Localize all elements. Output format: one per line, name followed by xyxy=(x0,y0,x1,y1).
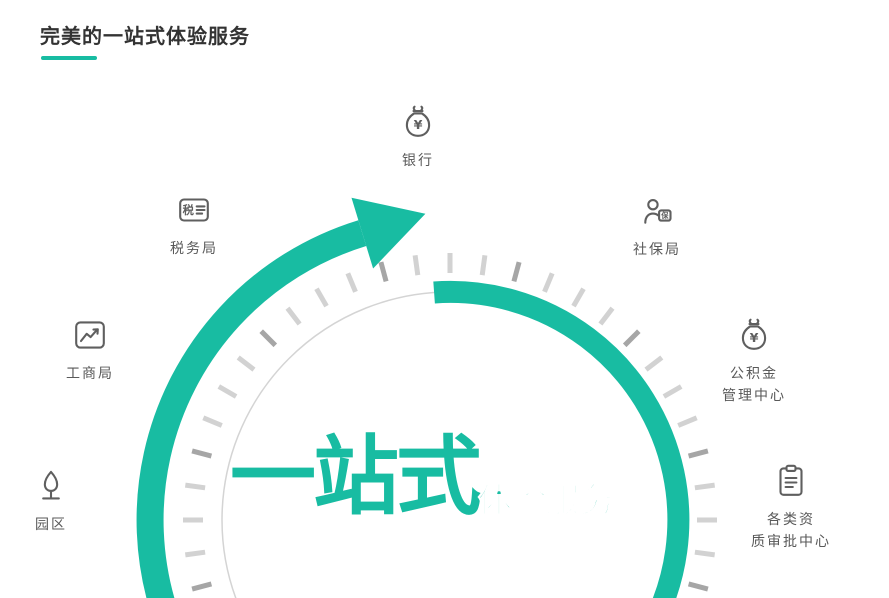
node-label-park: 园区 xyxy=(35,516,67,532)
yen-glyph: ¥ xyxy=(414,118,423,133)
tick xyxy=(191,581,213,592)
node-label-fund-line2: 管理中心 xyxy=(722,387,786,404)
tick xyxy=(511,261,522,283)
page-title: 完美的一站式体验服务 xyxy=(40,26,250,48)
tick xyxy=(285,306,302,326)
tick xyxy=(378,261,389,283)
tick xyxy=(191,448,213,459)
tax-glyph: 税 xyxy=(183,203,195,217)
money-bag-icon: ¥ xyxy=(741,318,767,350)
tick xyxy=(412,254,421,276)
tick-marks xyxy=(183,253,717,592)
tick xyxy=(662,384,683,399)
node-label-approval-line1: 各类资 xyxy=(767,511,815,527)
node-label-social-bureau: 社保局 xyxy=(633,241,681,257)
arrow-head-icon xyxy=(351,197,426,269)
tick xyxy=(622,329,641,348)
money-bag-icon: ¥ xyxy=(405,105,431,137)
node-park: 园区 xyxy=(0,468,121,535)
node-tax-bureau: 税 税务局 xyxy=(124,192,264,259)
node-social-bureau: 保 社保局 xyxy=(587,193,727,260)
tick xyxy=(314,287,329,308)
tick xyxy=(236,355,256,372)
tick xyxy=(202,415,223,428)
tick xyxy=(598,306,615,326)
center-subheadline: 体验服务 xyxy=(477,482,614,520)
tick xyxy=(345,272,358,293)
node-fund-center: ¥ 公积金 管理中心 xyxy=(684,317,824,407)
tick xyxy=(687,448,709,459)
tax-receipt-icon: 税 xyxy=(179,198,209,222)
insurance-glyph: 保 xyxy=(660,211,669,220)
node-label-tax-bureau: 税务局 xyxy=(170,240,218,256)
yen-glyph: ¥ xyxy=(750,331,759,346)
line-chart-icon xyxy=(75,321,105,349)
tick xyxy=(542,272,555,293)
tick xyxy=(184,549,206,558)
inner-arc xyxy=(433,280,690,598)
node-industry-bureau: 工商局 xyxy=(20,317,160,384)
clipboard-icon xyxy=(779,464,803,496)
tree-icon xyxy=(42,470,60,500)
tick xyxy=(479,254,488,276)
node-label-industry-bureau: 工商局 xyxy=(66,365,114,381)
tick xyxy=(571,287,586,308)
node-approval-center: 各类资 质审批中心 xyxy=(721,463,861,553)
tick xyxy=(259,329,278,348)
tick xyxy=(694,482,716,491)
title-underline xyxy=(41,56,97,60)
tick xyxy=(184,482,206,491)
tick xyxy=(217,384,238,399)
person-badge-icon: 保 xyxy=(644,199,672,224)
tick xyxy=(694,549,716,558)
center-headline: 一站式 xyxy=(230,429,482,525)
tick xyxy=(687,581,709,592)
node-bank: ¥ 银行 xyxy=(348,104,488,171)
outer-arc xyxy=(136,220,367,598)
tick xyxy=(644,355,664,372)
tick xyxy=(677,415,698,428)
node-label-fund-line1: 公积金 xyxy=(730,365,778,381)
node-label-approval-line2: 质审批中心 xyxy=(751,533,831,550)
node-label-bank: 银行 xyxy=(402,152,434,168)
